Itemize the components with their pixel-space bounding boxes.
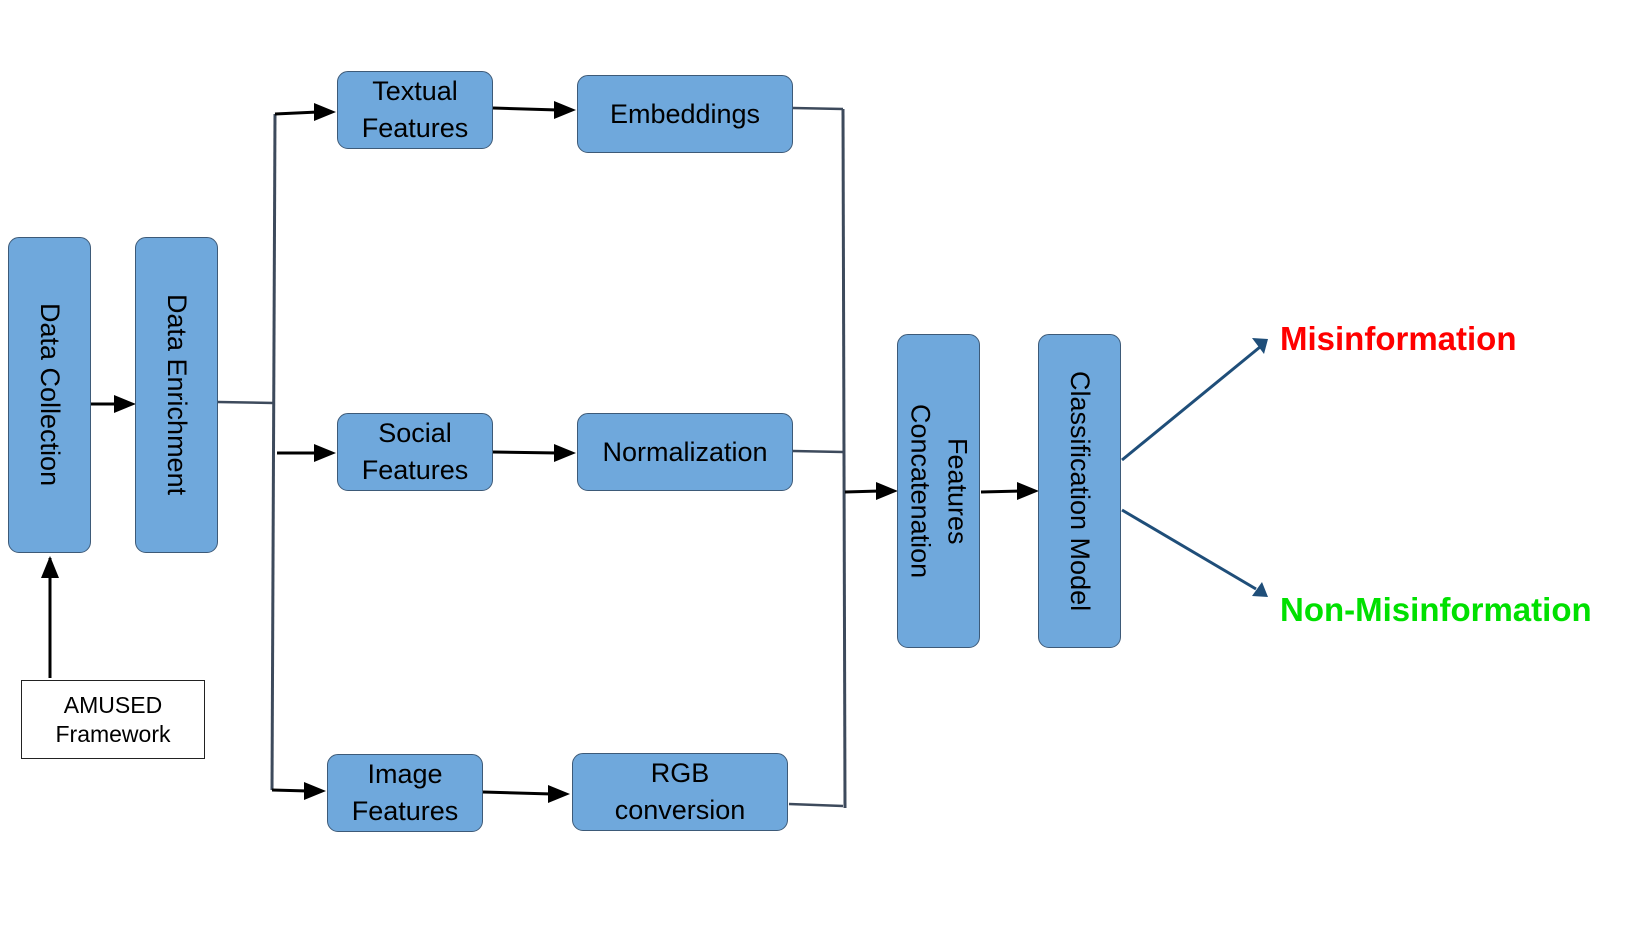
rgb-out-line <box>788 802 844 808</box>
arrow-to-misinformation <box>1121 345 1261 462</box>
image-features-label: Image Features <box>351 759 459 826</box>
data-enrichment-box: Data Enrichment <box>135 237 218 553</box>
embeddings-box: Embeddings <box>577 75 793 153</box>
data-collection-box: Data Collection <box>8 237 91 553</box>
normalization-label: Normalization <box>602 436 768 467</box>
data-enrichment-label: Data Enrichment <box>162 294 192 496</box>
features-concatenation-box: Features Concatenation <box>897 334 980 648</box>
normalization-box: Normalization <box>577 413 793 491</box>
normalization-out-line <box>792 449 844 454</box>
enrichment-bus-line <box>217 400 275 405</box>
amused-framework-box: AMUSED Framework <box>21 680 205 759</box>
classification-model-label: Classification Model <box>1065 370 1095 612</box>
right-bus <box>841 108 847 809</box>
image-features-box: Image Features <box>327 754 483 832</box>
social-features-label: Social Features <box>361 418 469 485</box>
features-concatenation-label: Features Concatenation <box>905 403 973 579</box>
social-features-box: Social Features <box>337 413 493 491</box>
left-bus <box>270 113 277 791</box>
non-misinformation-label: Non-Misinformation <box>1280 591 1592 628</box>
embeddings-out-line <box>792 106 844 111</box>
textual-features-label: Textual Features <box>361 76 469 143</box>
arrow-to-non-misinformation <box>1121 508 1257 591</box>
classification-model-box: Classification Model <box>1038 334 1121 648</box>
rgb-conversion-box: RGB conversion <box>572 753 788 831</box>
amused-framework-label: AMUSED Framework <box>55 691 171 747</box>
rgb-conversion-label: RGB conversion <box>614 758 746 825</box>
textual-features-box: Textual Features <box>337 71 493 149</box>
embeddings-label: Embeddings <box>609 98 761 129</box>
data-collection-label: Data Collection <box>35 303 65 487</box>
misinformation-label: Misinformation <box>1280 320 1517 357</box>
